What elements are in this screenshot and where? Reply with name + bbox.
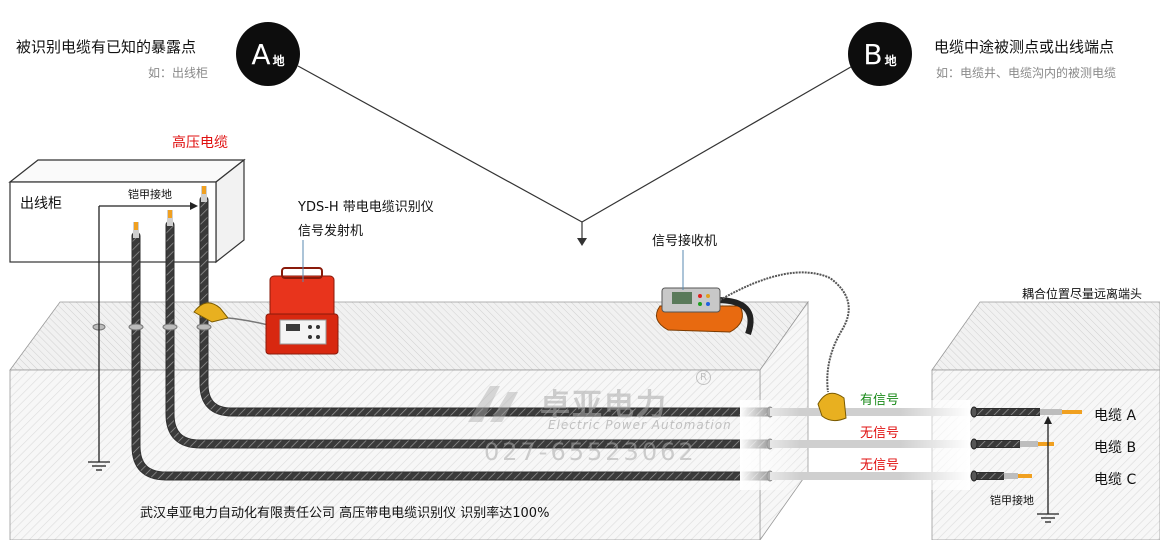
point-b-suffix: 地 xyxy=(884,53,897,68)
watermark-logo-icon xyxy=(460,378,530,432)
right-armor-arrow xyxy=(1044,416,1052,424)
cable-gap xyxy=(740,400,970,490)
signal-cable-c: 无信号 xyxy=(860,458,900,473)
point-b-letter: B xyxy=(863,37,883,71)
point-a-title: 被识别电缆有已知的暴露点 xyxy=(16,38,197,56)
underground-cables xyxy=(131,195,775,481)
cabinet-box xyxy=(8,158,246,264)
point-a-letter: A xyxy=(251,37,271,71)
device-name-label: YDS-H 带电电缆识别仪 xyxy=(298,200,434,215)
armor-ground-right-label: 铠甲接地 xyxy=(990,494,1034,507)
cable-c-label: 电缆 C xyxy=(1094,472,1137,488)
transmitter-label: 信号发射机 xyxy=(298,224,364,239)
cable-b-label: 电缆 B xyxy=(1094,440,1137,456)
high-voltage-cable-label: 高压电缆 xyxy=(172,135,228,151)
coupling-note-label: 耦合位置尽量远离端头 xyxy=(1022,287,1143,301)
footer-text: 武汉卓亚电力自动化有限责任公司 高压带电电缆识别仪 识别率达100% xyxy=(140,506,550,521)
cable-a-label: 电缆 A xyxy=(1094,408,1137,424)
armor-ground-left-label: 铠甲接地 xyxy=(128,188,172,201)
watermark-phone: 027-65523062 xyxy=(484,438,697,466)
receiver-device xyxy=(655,287,754,335)
watermark-english: Electric Power Automation xyxy=(548,418,732,432)
receiver-clamp xyxy=(817,392,847,422)
receiver-label: 信号接收机 xyxy=(652,234,718,249)
pointer-lines xyxy=(297,63,857,240)
point-b-title: 电缆中途被测点或出线端点 xyxy=(934,38,1115,56)
right-armor-ground xyxy=(1037,424,1059,523)
transmitter-device xyxy=(265,267,339,355)
watermark-name: 卓亚电力 xyxy=(540,388,668,423)
right-cables xyxy=(970,406,1082,482)
left-armor-arrow xyxy=(190,202,198,210)
point-a-suffix: 地 xyxy=(272,53,285,68)
cabinet-cable-tips xyxy=(133,186,207,238)
point-a-example: 如：出线柜 xyxy=(148,66,209,80)
signal-cable-b: 无信号 xyxy=(860,426,900,441)
left-armor-ground xyxy=(88,205,190,471)
signal-cable-a: 有信号 xyxy=(860,393,900,408)
receiver-probe-cable xyxy=(719,271,850,393)
cabinet-label: 出线柜 xyxy=(20,196,62,212)
watermark-registered: R xyxy=(696,370,711,385)
pointer-arrow xyxy=(577,238,587,246)
point-b-example: 如：电缆井、电缆沟内的被测电缆 xyxy=(936,66,1117,80)
